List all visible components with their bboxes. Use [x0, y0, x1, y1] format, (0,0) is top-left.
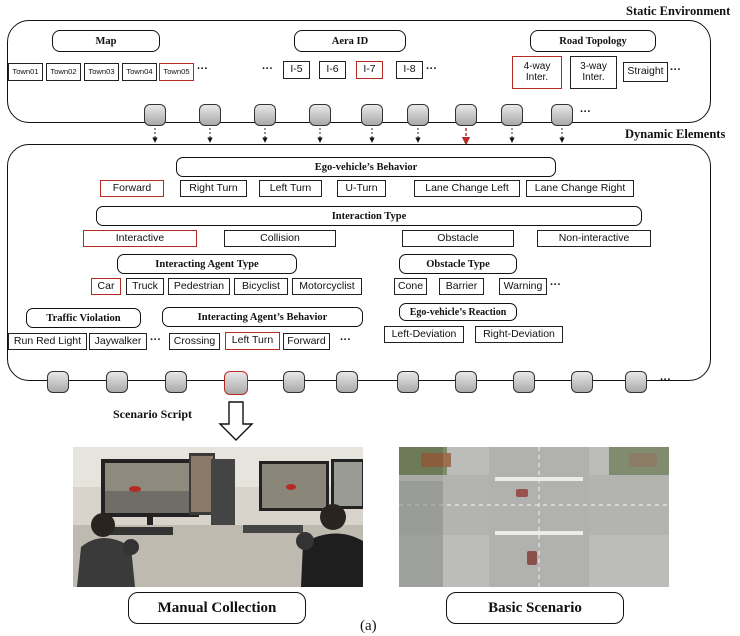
scenario-node	[106, 371, 128, 393]
topology-box: Straight	[623, 62, 668, 82]
scenario-node	[455, 104, 477, 126]
ellipsis: ···	[580, 106, 591, 118]
agent-behavior-label: Interacting Agent’s Behavior	[162, 307, 363, 327]
topology-box-selected: 4-way Inter.	[512, 56, 562, 89]
interaction-box: Collision	[224, 230, 336, 247]
behavior-box: Lane Change Left	[414, 180, 520, 197]
scenario-node	[551, 104, 573, 126]
scenario-node	[455, 371, 477, 393]
scenario-node	[361, 104, 383, 126]
area-box: I-5	[283, 61, 310, 79]
violation-box: Jaywalker	[89, 333, 147, 350]
agent-box: Motorcyclist	[292, 278, 362, 295]
scenario-node	[513, 371, 535, 393]
behavior-box: Left Turn	[259, 180, 322, 197]
agent-box-selected: Car	[91, 278, 121, 295]
down-hollow-arrow	[218, 401, 254, 441]
violation-box: Run Red Light	[8, 333, 87, 350]
town-box: Town04	[122, 63, 157, 81]
ellipsis: ···	[670, 64, 681, 76]
interaction-box: Obstacle	[402, 230, 514, 247]
ellipsis: ···	[550, 279, 561, 291]
scenario-node	[309, 104, 331, 126]
agent-box: Bicyclist	[234, 278, 288, 295]
area-box-selected: I-7	[356, 61, 383, 79]
ellipsis: ···	[340, 334, 351, 346]
manual-collection-photo	[73, 447, 363, 587]
figure-label: (a)	[360, 618, 377, 634]
obstacle-box: Cone	[394, 278, 427, 295]
road-topology-label: Road Topology	[530, 30, 656, 52]
static-environment-title: Static Environment	[626, 4, 731, 18]
scenario-node	[199, 104, 221, 126]
scenario-node	[144, 104, 166, 126]
interacting-agent-type-label: Interacting Agent Type	[117, 254, 297, 274]
area-id-label: Aera ID	[294, 30, 406, 52]
town-box: Town02	[46, 63, 81, 81]
basic-scenario-photo	[399, 447, 669, 587]
obstacle-type-label: Obstacle Type	[399, 254, 517, 274]
scenario-node	[336, 371, 358, 393]
interaction-box-selected: Interactive	[83, 230, 197, 247]
town-box: Town01	[8, 63, 43, 81]
basic-scenario-illustration	[399, 447, 669, 587]
area-box: I-6	[319, 61, 346, 79]
agent-box: Truck	[126, 278, 164, 295]
ellipsis: ···	[262, 63, 273, 75]
behavior-box: Lane Change Right	[526, 180, 634, 197]
ellipsis: ···	[197, 63, 208, 75]
town-box-selected: Town05	[159, 63, 194, 81]
scenario-node	[283, 371, 305, 393]
agent-behavior-box: Crossing	[169, 333, 220, 350]
agent-box: Pedestrian	[168, 278, 230, 295]
area-box: I-8	[396, 61, 423, 79]
scenario-script-label: Scenario Script	[113, 407, 192, 421]
ellipsis: ···	[150, 334, 161, 346]
agent-behavior-box: Forward	[283, 333, 330, 350]
scenario-node	[625, 371, 647, 393]
scenario-node-selected	[224, 371, 248, 395]
dynamic-elements-title: Dynamic Elements	[625, 127, 726, 141]
scenario-node	[407, 104, 429, 126]
ego-behavior-label: Ego-vehicle’s Behavior	[176, 157, 556, 177]
scenario-node	[571, 371, 593, 393]
scenario-node	[165, 371, 187, 393]
scenario-node	[397, 371, 419, 393]
behavior-box-selected: Forward	[100, 180, 164, 197]
behavior-box: Right Turn	[180, 180, 247, 197]
manual-collection-illustration	[73, 447, 363, 587]
behavior-box: U-Turn	[337, 180, 386, 197]
town-box: Town03	[84, 63, 119, 81]
ellipsis: ···	[660, 374, 671, 386]
reaction-box: Left-Deviation	[384, 326, 464, 343]
traffic-violation-label: Traffic Violation	[26, 308, 141, 328]
reaction-box: Right-Deviation	[475, 326, 563, 343]
ego-reaction-label: Ego-vehicle’s Reaction	[399, 303, 517, 321]
scenario-node	[501, 104, 523, 126]
map-label: Map	[52, 30, 160, 52]
interaction-type-label: Interaction Type	[96, 206, 642, 226]
topology-box: 3-way Inter.	[570, 56, 617, 89]
manual-collection-caption: Manual Collection	[128, 592, 306, 624]
obstacle-box: Warning	[499, 278, 547, 295]
ellipsis: ···	[426, 63, 437, 75]
basic-scenario-caption: Basic Scenario	[446, 592, 624, 624]
obstacle-box: Barrier	[439, 278, 484, 295]
scenario-node	[47, 371, 69, 393]
agent-behavior-box-selected: Left Turn	[225, 332, 280, 350]
interaction-box: Non-interactive	[537, 230, 651, 247]
scenario-node	[254, 104, 276, 126]
